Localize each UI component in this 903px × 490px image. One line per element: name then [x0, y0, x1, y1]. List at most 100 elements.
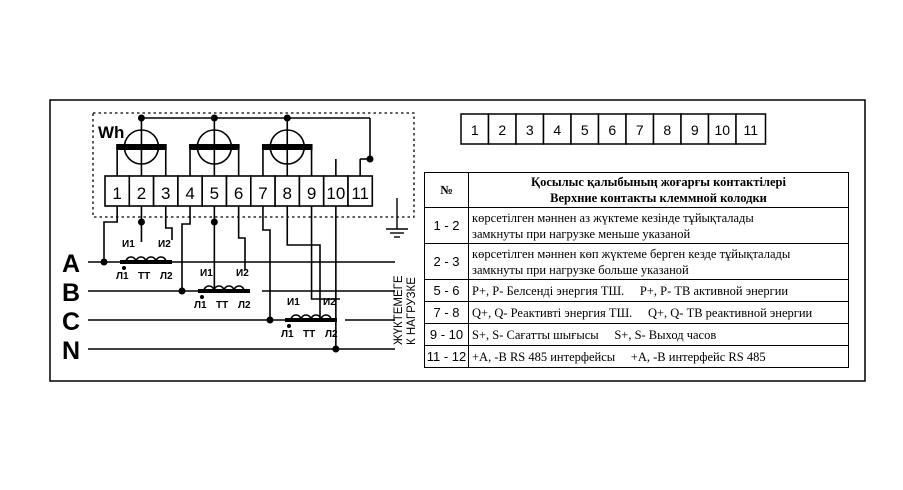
ct-core: [198, 289, 250, 293]
ct-core: [120, 260, 172, 264]
load-label-kz: ЖҮКТЕМЕГЕ: [393, 275, 405, 345]
ct-l2-label: Л2: [238, 300, 251, 311]
header-title: Қосылыс қалыбының жоғарғы контактілері В…: [468, 172, 849, 208]
top-contact-box: [707, 113, 737, 145]
ct-l1-label: Л1: [194, 300, 207, 311]
terminal-number: 5: [210, 184, 219, 203]
row-description: S+, S- Сағатты шығысы S+, S- Выход часов: [468, 323, 849, 346]
terminal-number: 2: [137, 184, 146, 203]
terminal-number: 8: [283, 184, 292, 203]
row-ru: P+, P- ТВ активной энергии: [639, 283, 789, 298]
row-kz: көрсетілген мәннен көп жүктеме берген ке…: [472, 246, 791, 261]
row-kz: S+, S- Сағатты шығысы: [472, 327, 599, 342]
header-num: №: [424, 172, 469, 208]
top-contact-number: 5: [581, 122, 589, 138]
top-contact-number: 3: [526, 122, 534, 138]
terminal-number: 7: [258, 184, 267, 203]
meter-label: Wh: [98, 123, 124, 142]
ct-i2-label: И2: [158, 239, 171, 250]
row-ru: Q+, Q- ТВ реактивной энергии: [647, 305, 813, 320]
row-kz: Q+, Q- Реактивті энергия ТШ.: [472, 305, 633, 320]
top-contact-number: 10: [714, 122, 730, 138]
row-ru: замкнуты при нагрузке меньше указаной: [472, 226, 691, 241]
row-number: 7 - 8: [424, 301, 469, 324]
row-number: 1 - 2: [424, 207, 469, 244]
row-description: көрсетілген мәннен көп жүктеме берген ке…: [468, 243, 849, 280]
row-number: 11 - 12: [424, 345, 469, 368]
terminal-number: 3: [161, 184, 170, 203]
row-kz: көрсетілген мәннен аз жүктеме кезінде тұ…: [472, 210, 754, 225]
header-ru: Верхние контакты клеммной колодки: [550, 191, 767, 205]
ct-i1-label: И1: [287, 297, 300, 308]
table-header-row: № Қосылыс қалыбының жоғарғы контактілері…: [424, 172, 849, 208]
ct-tt-label: ТТ: [138, 271, 150, 282]
row-description: Q+, Q- Реактивті энергия ТШ. Q+, Q- ТВ р…: [468, 301, 849, 324]
row-description: +A, -B RS 485 интерфейсы +A, -B интерфей…: [468, 345, 849, 368]
ct-l1-label: Л1: [116, 271, 129, 282]
top-contact-box: [487, 113, 517, 145]
top-contact-box: [652, 113, 682, 145]
phase-label: B: [62, 279, 80, 307]
contacts-table: № Қосылыс қалыбының жоғарғы контактілері…: [424, 172, 849, 368]
phase-label: C: [62, 308, 80, 336]
row-description: көрсетілген мәннен аз жүктеме кезінде тұ…: [468, 207, 849, 244]
terminal-number: 6: [234, 184, 243, 203]
row-kz: +A, -B RS 485 интерфейсы: [472, 349, 616, 364]
top-contact-number: 4: [553, 122, 561, 138]
top-contact-number: 6: [608, 122, 616, 138]
terminal-number: 1: [112, 184, 121, 203]
row-description: P+, P- Белсенді энергия ТШ. P+, P- ТВ ак…: [468, 279, 849, 302]
load-label-ru: К НАГРУЗКЕ: [406, 277, 418, 345]
meter-wiring: [116, 114, 374, 176]
meter-housing: [92, 112, 415, 218]
ground-icon: [386, 198, 408, 238]
row-ru: S+, S- Выход часов: [614, 327, 717, 342]
table-row: 11 - 12+A, -B RS 485 интерфейсы +A, -B и…: [424, 345, 849, 368]
top-contact-box: [570, 113, 600, 145]
row-number: 9 - 10: [424, 323, 469, 346]
contacts-table-wrap: № Қосылыс қалыбының жоғарғы контактілері…: [424, 172, 849, 368]
terminal-number: 10: [326, 184, 345, 203]
top-contact-number: 11: [743, 122, 758, 138]
top-contact-box: [625, 113, 655, 145]
ct-l2-label: Л2: [325, 329, 338, 340]
terminal-number: 9: [307, 184, 316, 203]
ct-i1-label: И1: [122, 239, 135, 250]
terminal-box: [104, 175, 131, 207]
header-kz: Қосылыс қалыбының жоғарғы контактілері: [531, 175, 786, 189]
terminal-number: 4: [185, 184, 194, 203]
row-number: 2 - 3: [424, 243, 469, 280]
top-contact-number: 2: [498, 122, 506, 138]
top-contact-number: 8: [663, 122, 671, 138]
top-contact-strip: 1 2 3 4 5 6 7 8 9 10 11: [460, 113, 767, 145]
ct-l1-label: Л1: [281, 329, 294, 340]
ct-tt-label: ТТ: [303, 329, 315, 340]
top-contact-box: [735, 113, 767, 145]
ct-i2-label: И2: [236, 268, 249, 279]
row-ru: +A, -B интерфейс RS 485: [630, 349, 766, 364]
top-contact-number: 7: [636, 122, 644, 138]
phase-label: N: [62, 337, 80, 365]
row-ru: замкнуты при нагрузке больше указаной: [472, 262, 689, 277]
row-number: 5 - 6: [424, 279, 469, 302]
ct-l2-label: Л2: [160, 271, 173, 282]
top-contact-number: 9: [691, 122, 699, 138]
row-kz: P+, P- Белсенді энергия ТШ.: [472, 283, 625, 298]
ct-i1-label: И1: [200, 268, 213, 279]
ct-core: [285, 318, 337, 322]
top-contact-number: 1: [471, 122, 479, 138]
phase-label: A: [62, 250, 80, 278]
top-contact-box: [597, 113, 627, 145]
top-contact-box: [542, 113, 572, 145]
terminal-number: 11: [351, 184, 369, 203]
